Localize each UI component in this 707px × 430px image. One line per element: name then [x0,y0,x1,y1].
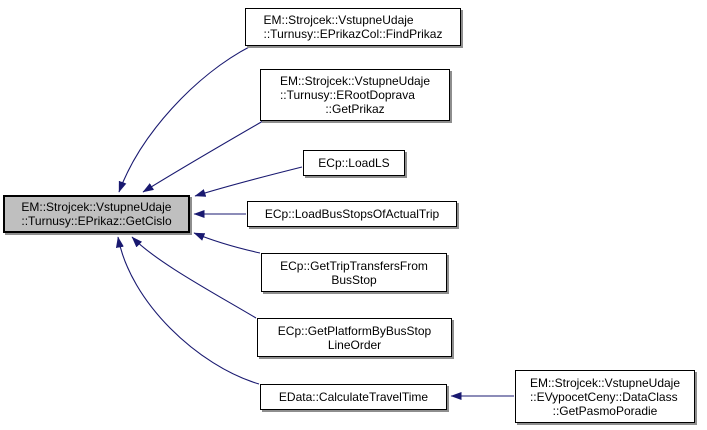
node-getcislo: EM::Strojcek::VstupneUdaje::Turnusy::EPr… [3,195,190,233]
node-label-line: ::Turnusy::ERootDoprava [279,88,415,102]
node-label-line: BusStop [331,272,377,287]
node-findprikaz[interactable]: EM::Strojcek::VstupneUdaje::Turnusy::EPr… [245,8,461,46]
node-label-line: ::GetPrikaz [325,102,385,116]
node-label: EM::Strojcek::VstupneUdaje::EVypocetCeny… [530,376,680,418]
node-label-line: ECp::GetPlatformByBusStop [277,323,432,338]
node-label-line: ::Turnusy::EPrikazCol::FindPrikaz [263,27,443,41]
node-label-line: ECp::LoadLS [318,156,390,170]
node-calculatetraveltime[interactable]: EData::CalculateTravelTime [260,384,447,410]
node-label-line: LineOrder [327,337,382,352]
edge-getplatform-to-getcislo [131,236,257,319]
node-label-line: EM::Strojcek::VstupneUdaje [529,375,681,390]
node-label-line: ::Turnusy::EPrikaz::GetCislo [21,214,172,228]
node-getpasmoporadie[interactable]: EM::Strojcek::VstupneUdaje::EVypocetCeny… [515,370,695,423]
node-label-line: EData::CalculateTravelTime [278,390,429,404]
edge-calculatetraveltime-to-getcislo [115,236,260,385]
node-label-line: ::EVypocetCeny::DataClass [529,389,678,404]
node-label-line: ::GetPasmoPoradie [552,403,658,418]
node-label-line: EM::Strojcek::VstupneUdaje [263,13,414,27]
node-label-line: ECp::LoadBusStopsOfActualTrip [264,207,440,221]
node-getprikaz[interactable]: EM::Strojcek::VstupneUdaje::Turnusy::ERo… [260,69,450,121]
edge-loadls-to-getcislo [194,166,303,197]
node-loadbusstops[interactable]: ECp::LoadBusStopsOfActualTrip [247,201,457,227]
node-label: ECp::LoadLS [318,156,389,170]
node-label: EM::Strojcek::VstupneUdaje::Turnusy::EPr… [264,13,443,41]
node-label-line: EM::Strojcek::VstupneUdaje [21,200,172,214]
node-label: EM::Strojcek::VstupneUdaje::Turnusy::ERo… [280,74,430,116]
node-label: EData::CalculateTravelTime [279,390,428,404]
edge-gettriptransfers-to-getcislo [193,232,261,254]
node-loadls[interactable]: ECp::LoadLS [303,150,405,176]
node-label-line: EM::Strojcek::VstupneUdaje [279,74,431,88]
node-label: EM::Strojcek::VstupneUdaje::Turnusy::EPr… [21,200,171,228]
node-label-line: ECp::GetTripTransfersFrom [280,258,428,273]
edge-getprikaz-to-getcislo [142,120,264,193]
node-label: ECp::LoadBusStopsOfActualTrip [265,207,439,221]
edge-findprikaz-to-getcislo [118,45,252,193]
